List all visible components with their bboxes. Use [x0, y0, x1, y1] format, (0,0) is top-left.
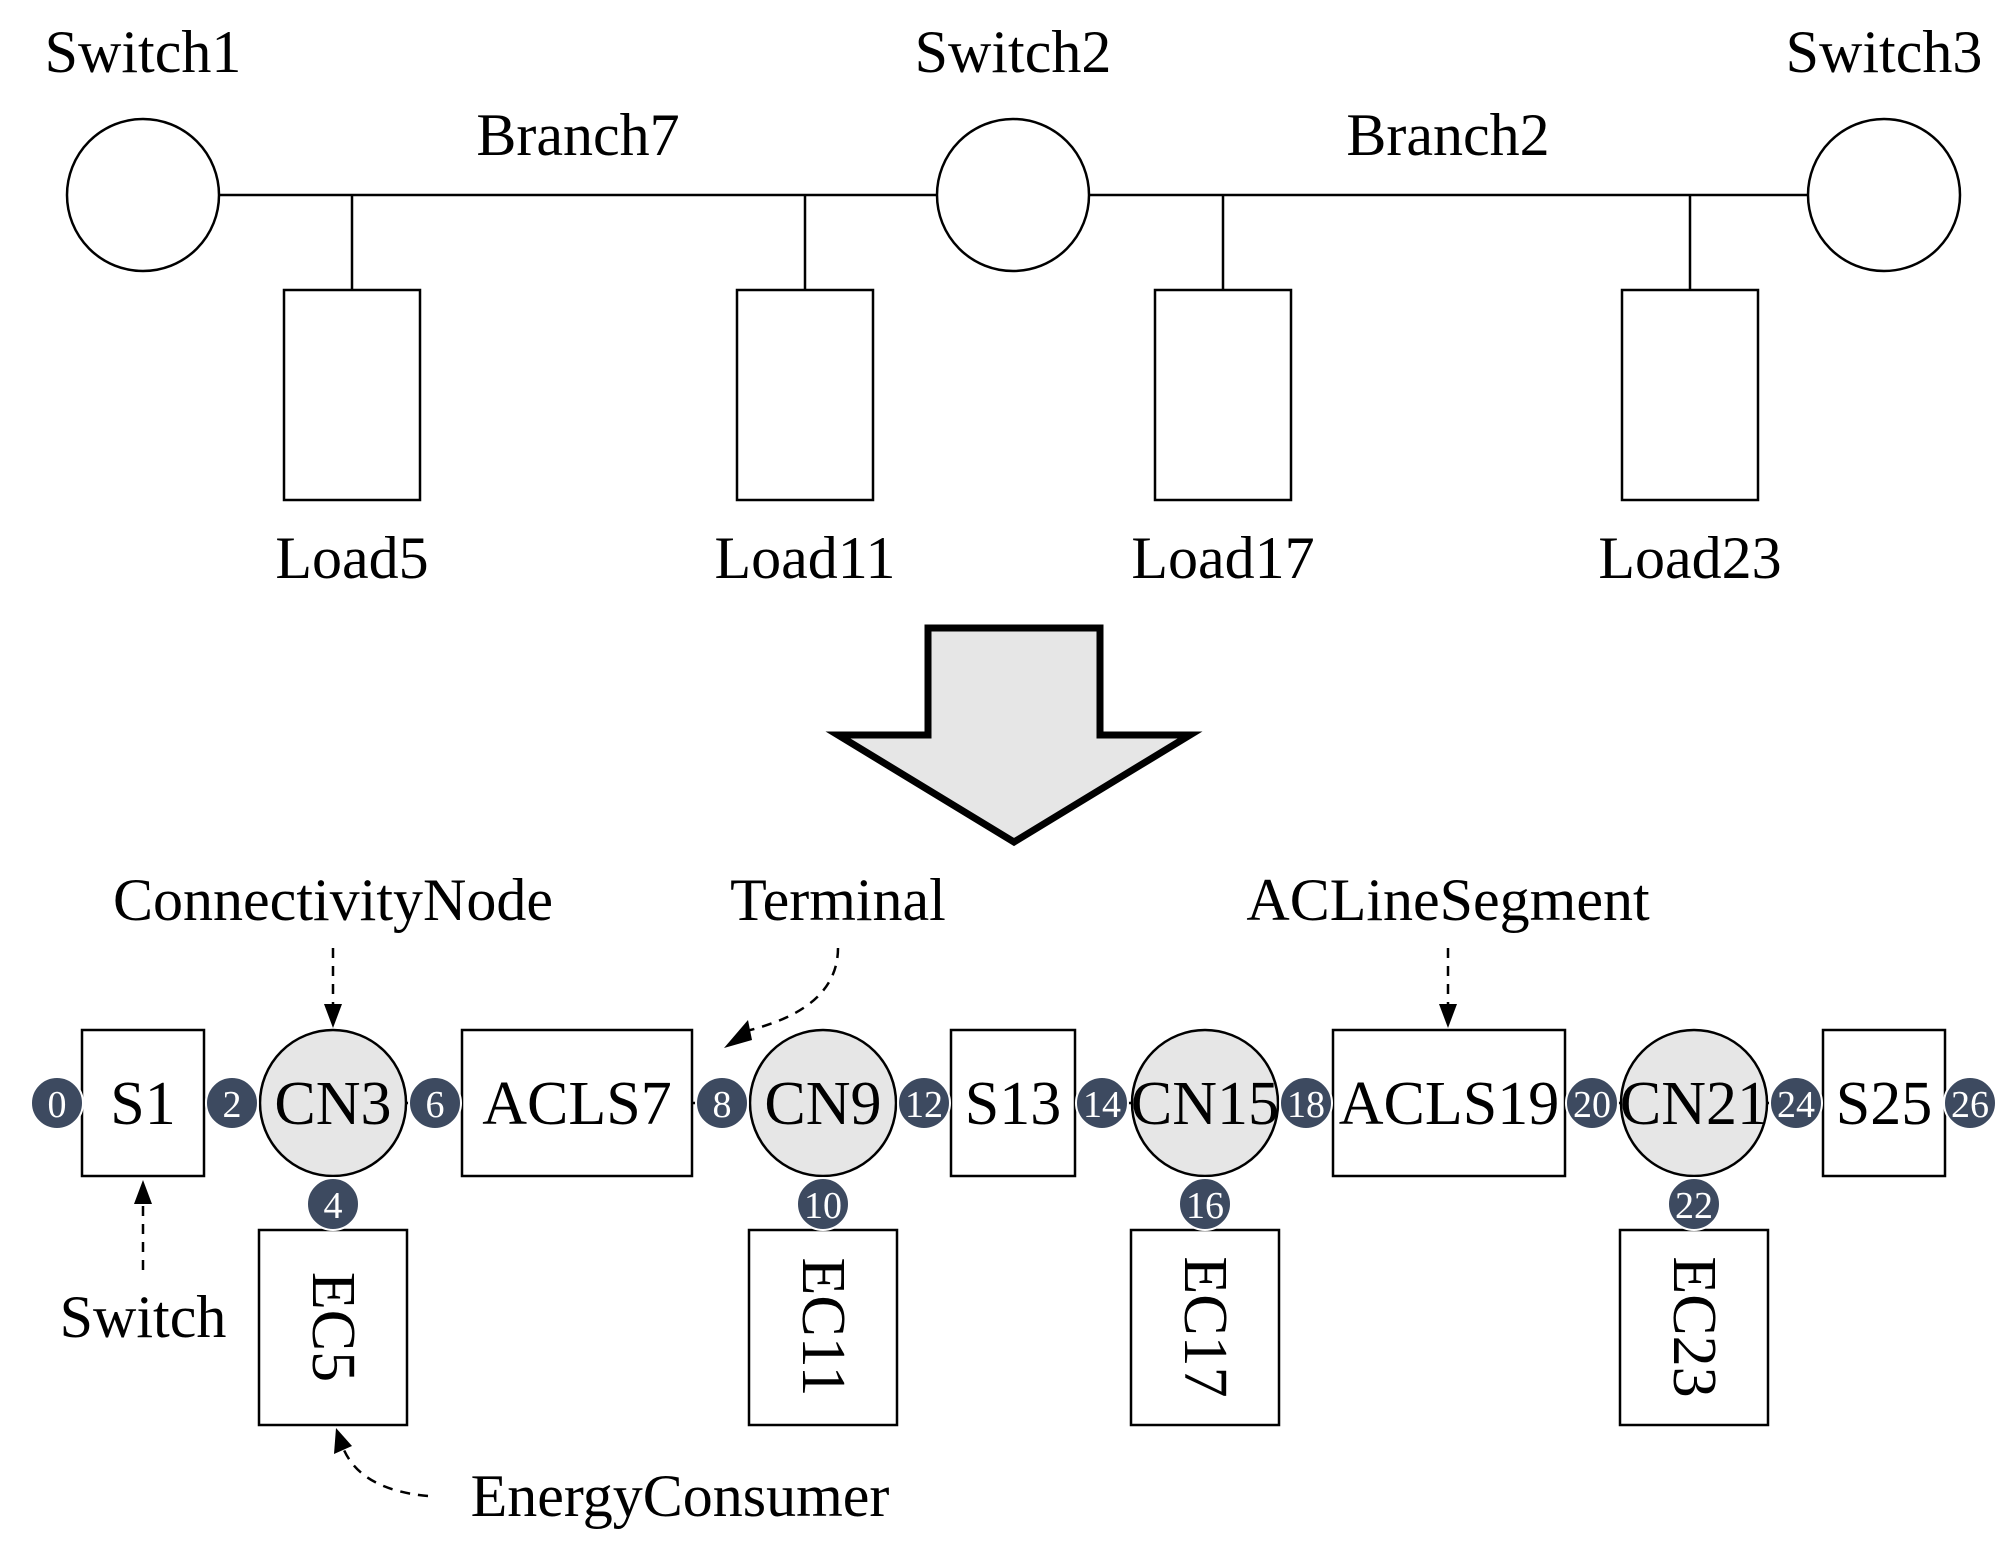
- terminal-18: 18: [1279, 1076, 1333, 1130]
- switch2-label: Switch2: [915, 19, 1112, 85]
- terminal-10: 10: [796, 1177, 850, 1231]
- ec11-label: EC11: [789, 1258, 857, 1397]
- ec17-label: EC17: [1171, 1256, 1239, 1397]
- terminal-20: 20: [1565, 1076, 1619, 1130]
- branch2-label: Branch2: [1346, 102, 1549, 168]
- terminal-14-label: 14: [1083, 1084, 1121, 1126]
- annotation-energy-consumer: EnergyConsumer: [471, 1463, 890, 1529]
- terminal-4-label: 4: [324, 1185, 343, 1227]
- load11-box: [735, 288, 875, 502]
- annotation-switch: Switch: [60, 1284, 227, 1350]
- terminal-16: 16: [1178, 1177, 1232, 1231]
- annotation-acls-arrowhead-icon: [1439, 1004, 1457, 1028]
- s1-label: S1: [110, 1070, 175, 1138]
- cim-topology: S1 S13 S25 ACLS7 ACLS19 CN3 CN9 CN15 CN2…: [30, 867, 1997, 1529]
- terminal-26-label: 26: [1951, 1084, 1989, 1126]
- terminal-16-label: 16: [1186, 1185, 1224, 1227]
- ec23-label: EC23: [1660, 1256, 1728, 1397]
- load23-label: Load23: [1598, 525, 1781, 591]
- load17-label: Load17: [1131, 525, 1314, 591]
- annotation-acline-segment: ACLineSegment: [1246, 867, 1650, 933]
- terminal-6: 6: [408, 1076, 462, 1130]
- cn21-label: CN21: [1620, 1070, 1768, 1138]
- branch7-label: Branch7: [476, 102, 679, 168]
- acls19-label: ACLS19: [1339, 1070, 1559, 1138]
- cn9-label: CN9: [764, 1070, 881, 1138]
- top-schematic: Switch1 Switch2 Switch3 Branch7 Branch2 …: [45, 19, 1983, 591]
- load5-box: [282, 288, 422, 502]
- transform-arrow-icon: [825, 624, 1203, 847]
- terminal-22-label: 22: [1675, 1185, 1713, 1227]
- acls7-label: ACLS7: [482, 1070, 671, 1138]
- annotation-ec-arrowhead-icon: [334, 1428, 352, 1454]
- terminal-18-label: 18: [1287, 1084, 1325, 1126]
- s25-label: S25: [1836, 1070, 1932, 1138]
- terminal-4: 4: [306, 1177, 360, 1231]
- terminal-22: 22: [1667, 1177, 1721, 1231]
- terminal-24: 24: [1769, 1076, 1823, 1130]
- terminal-14: 14: [1075, 1076, 1129, 1130]
- cn21-node: [1619, 1028, 1769, 1178]
- load5-label: Load5: [275, 525, 428, 591]
- annotation-connectivity-node: ConnectivityNode: [113, 867, 553, 933]
- terminal-2: 2: [205, 1076, 259, 1130]
- switch3-circle: [1806, 117, 1962, 273]
- terminal-24-label: 24: [1777, 1084, 1815, 1126]
- ec11-box: [747, 1228, 899, 1427]
- annotation-switch-arrowhead-icon: [134, 1180, 152, 1204]
- annotation-cn-arrowhead-icon: [324, 1004, 342, 1028]
- terminal-8: 8: [695, 1076, 749, 1130]
- terminal-12: 12: [897, 1076, 951, 1130]
- switch3-label: Switch3: [1786, 19, 1983, 85]
- annotation-terminal-pointer: [741, 947, 840, 1034]
- terminal-2-label: 2: [223, 1084, 242, 1126]
- cn3-label: CN3: [274, 1070, 391, 1138]
- terminal-12-label: 12: [905, 1084, 943, 1126]
- load17-box: [1153, 288, 1293, 502]
- switch1-label: Switch1: [45, 19, 242, 85]
- terminal-8-label: 8: [713, 1084, 732, 1126]
- terminal-10-label: 10: [804, 1185, 842, 1227]
- terminal-26: 26: [1943, 1076, 1997, 1130]
- cn15-node: [1130, 1028, 1280, 1178]
- load11-label: Load11: [714, 525, 895, 591]
- switch1-circle: [65, 117, 221, 273]
- annotation-ec-pointer: [342, 1449, 429, 1498]
- ec5-box: [257, 1228, 409, 1427]
- terminal-6-label: 6: [426, 1084, 445, 1126]
- annotation-terminal-arrowhead-icon: [724, 1020, 752, 1048]
- cn15-label: CN15: [1131, 1070, 1279, 1138]
- ec5-label: EC5: [299, 1272, 367, 1382]
- cn9-node: [748, 1028, 898, 1178]
- load23-box: [1620, 288, 1760, 502]
- terminal-0-label: 0: [48, 1084, 67, 1126]
- terminal-0: 0: [30, 1076, 84, 1130]
- s1-box: [80, 1028, 206, 1178]
- ec23-box: [1618, 1228, 1770, 1427]
- s13-label: S13: [965, 1070, 1061, 1138]
- terminal-20-label: 20: [1573, 1084, 1611, 1126]
- cn3-node: [258, 1028, 408, 1178]
- switch2-circle: [935, 117, 1091, 273]
- annotation-terminal: Terminal: [730, 867, 946, 933]
